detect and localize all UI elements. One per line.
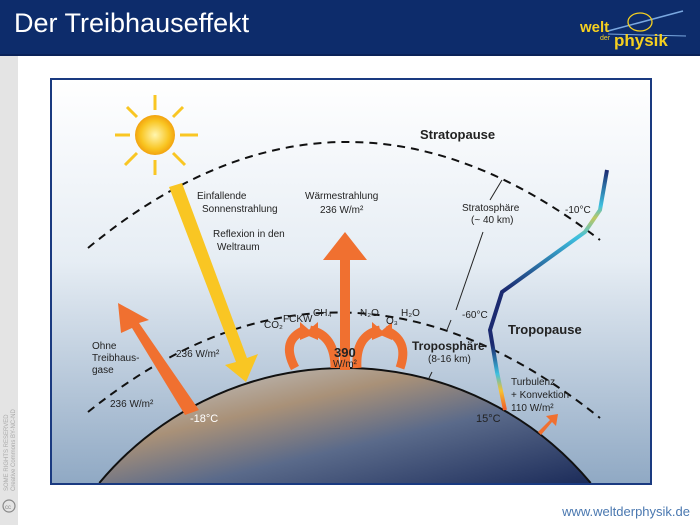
- footer-url[interactable]: www.weltderphysik.de: [562, 504, 690, 519]
- convection-label-2: + Konvektion: [511, 390, 569, 401]
- surface-flux-value: 390: [334, 345, 356, 360]
- gas-ch4: CH₄: [313, 308, 332, 319]
- heat-label-1: Wärmestrahlung: [305, 191, 378, 202]
- stratosphere-label-2: (~ 40 km): [471, 215, 514, 226]
- temp-top-label: -10°C: [565, 205, 591, 216]
- leader-arrows: [427, 179, 503, 381]
- temperature-profile: [487, 169, 609, 411]
- license-text-2: Creative Commons BY-NC-ND: [11, 409, 17, 491]
- page-title: Der Treibhauseffekt: [14, 8, 250, 38]
- reflection-label-2: Weltraum: [217, 242, 260, 253]
- without-gases-label-3: gase: [92, 365, 114, 376]
- svg-text:cc: cc: [5, 505, 11, 511]
- heat-radiation-arrow: [323, 232, 367, 370]
- heat-label-2: 236 W/m²: [320, 205, 364, 216]
- stratopause-line: [87, 141, 601, 249]
- gas-h2o: H₂O: [401, 308, 420, 319]
- temp-without-label: -18°C: [190, 413, 218, 425]
- reflection-label-1: Reflexion in den: [213, 229, 285, 240]
- troposphere-label-2: (8-16 km): [428, 354, 471, 365]
- greenhouse-diagram: Stratopause Tropopause Einfallende Sonne…: [50, 78, 652, 485]
- without-gases-label-1: Ohne: [92, 341, 117, 352]
- cc-icon: [2, 499, 16, 513]
- svg-text:physik: physik: [614, 31, 668, 50]
- license-text: SOME RIGHTS RESERVED: [4, 414, 10, 491]
- temp-tropopause-label: -60°C: [462, 310, 488, 321]
- troposphere-label-1: Troposphäre: [412, 339, 485, 353]
- cc-license: SOME RIGHTS RESERVED Creative Commons BY…: [2, 409, 17, 513]
- convection-label-3: 110 W/m²: [511, 403, 554, 414]
- sun-icon: [115, 95, 198, 175]
- gas-fckw: FCKW: [283, 314, 313, 325]
- without-flux-label-1: 236 W/m²: [176, 349, 220, 360]
- svg-text:welt: welt: [579, 19, 609, 36]
- convection-label-1: Turbulenz: [511, 377, 555, 388]
- temp-surface-label: 15°C: [476, 413, 501, 425]
- convection-arrow: [538, 414, 558, 435]
- outgoing-without-gases-arrow: [118, 303, 199, 415]
- without-gases-label-2: Treibhaus-: [92, 353, 139, 364]
- gas-co2: CO₂: [264, 320, 283, 331]
- gas-n2o: N₂O: [360, 308, 379, 319]
- incoming-label-2: Sonnenstrahlung: [202, 204, 278, 215]
- without-flux-label-2: 236 W/m²: [110, 399, 154, 410]
- stratopause-label: Stratopause: [420, 127, 495, 142]
- incoming-label-1: Einfallende: [197, 191, 247, 202]
- stratosphere-label-1: Stratosphäre: [462, 203, 520, 214]
- header: Der Treibhauseffekt welt der physik: [0, 0, 700, 56]
- welt-der-physik-logo: welt der physik: [579, 10, 687, 50]
- surface-flux-unit: W/m²: [333, 359, 358, 370]
- gas-o3: O₃: [386, 316, 398, 327]
- license-strip: SOME RIGHTS RESERVED Creative Commons BY…: [0, 56, 18, 525]
- incoming-sunlight-arrow: [169, 183, 258, 382]
- tropopause-label: Tropopause: [508, 322, 582, 337]
- svg-text:der: der: [600, 35, 611, 42]
